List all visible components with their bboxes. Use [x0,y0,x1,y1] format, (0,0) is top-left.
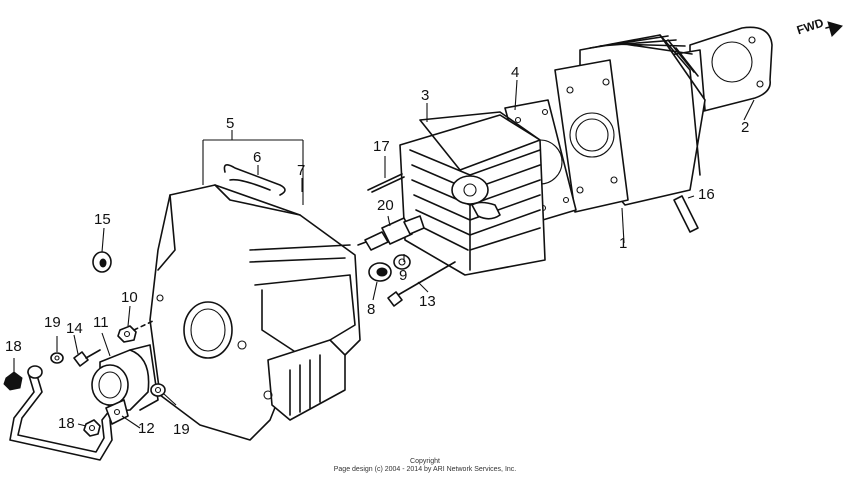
callout-7: 7 [297,162,306,179]
leader-lines [13,79,755,429]
inlet-fitting [91,344,159,412]
callout-18b: 18 [58,415,75,432]
callout-8: 8 [367,301,376,318]
bolt-14 [73,349,101,367]
callout-4: 4 [511,64,520,81]
stud-bolt [367,173,403,191]
callout-11: 11 [93,314,109,331]
dowel-pin [673,195,699,233]
callout-16: 16 [698,186,715,203]
callout-19b: 19 [173,421,190,438]
rubber-cap [368,262,392,282]
callout-20: 20 [377,197,394,214]
callout-17: 17 [373,138,390,155]
callout-6: 6 [253,149,262,166]
dash-line-10 [133,319,156,331]
callout-3: 3 [421,87,430,104]
callout-2: 2 [741,119,750,136]
callout-1: 1 [619,235,628,252]
callout-12: 12 [138,420,155,437]
callout-15: 15 [94,211,111,228]
washer-19b [150,383,166,397]
cylinder [554,34,706,213]
cylinder-shroud [149,164,361,441]
nut-18b [83,419,101,437]
fwd-arrow-icon [825,21,843,37]
washer-19a [50,352,64,364]
nut-10 [117,325,137,343]
callout-9: 9 [399,267,408,284]
long-bolt [387,261,456,307]
callout-10: 10 [121,289,138,306]
callout-5: 5 [226,115,235,132]
callout-14: 14 [66,320,83,337]
nut-18a [3,371,23,391]
cylinder-head [399,111,546,276]
acorn-nut [393,254,411,270]
callout-18a: 18 [5,338,22,355]
callout-19a: 19 [44,314,61,331]
support-stay [9,365,129,461]
copyright-line-1: Copyright [410,458,440,465]
callout-13: 13 [419,293,436,310]
spark-plug [357,215,425,251]
grommet [92,251,112,273]
copyright-line-2: Page design (c) 2004 - 2014 by ARI Netwo… [333,466,517,473]
